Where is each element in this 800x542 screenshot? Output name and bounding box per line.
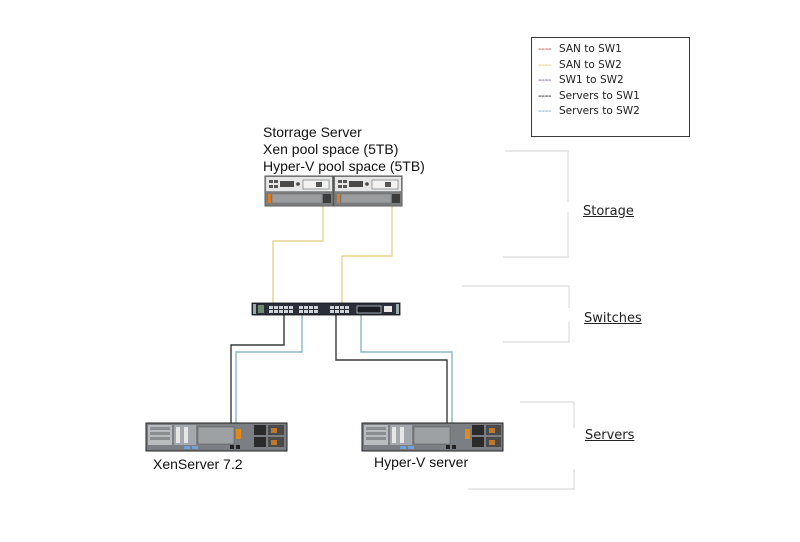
legend-item-servers-sw2: ---- Servers to SW2 bbox=[538, 104, 689, 120]
legend-label: Servers to SW1 bbox=[559, 89, 640, 102]
storage-appliance bbox=[264, 175, 403, 207]
legend-box: ---- SAN to SW1 ---- SAN to SW2 ---- SW1 to… bbox=[531, 37, 690, 137]
hyperv-chassis bbox=[361, 422, 504, 452]
storage-server-title: Storrage Server Xen pool space (5TB) Hyp… bbox=[263, 124, 425, 175]
storage-title-line-2: Xen pool space (5TB) bbox=[263, 141, 399, 157]
section-label-servers: Servers bbox=[585, 428, 635, 443]
storage-unit-2 bbox=[333, 175, 403, 207]
servers-bracket bbox=[468, 401, 575, 490]
storage-bracket bbox=[503, 150, 569, 258]
section-label-storage: Storage bbox=[583, 204, 634, 219]
storage-title-line-3: Hyper-V pool space (5TB) bbox=[263, 158, 425, 174]
hyperv-server-label: Hyper-V server bbox=[374, 454, 469, 470]
xenserver-chassis bbox=[145, 422, 288, 452]
legend-dash-servers-sw1: ---- bbox=[538, 89, 552, 102]
hyperv-to-sw2-link bbox=[360, 314, 453, 423]
legend-dash-san-sw1: ---- bbox=[538, 43, 552, 55]
xenserver-label: XenServer 7.2 bbox=[153, 456, 243, 472]
san-link-1 bbox=[272, 193, 324, 304]
legend-item-san-sw2: ---- SAN to SW2 bbox=[538, 58, 689, 74]
legend-label: Servers to SW2 bbox=[559, 105, 640, 118]
server-links bbox=[230, 314, 453, 423]
legend-dash-servers-sw2: ---- bbox=[538, 105, 552, 118]
xen-to-sw2-link bbox=[235, 314, 303, 423]
legend-item-servers-sw1: ---- Servers to SW1 bbox=[538, 89, 689, 105]
section-label-switches: Switches bbox=[584, 311, 642, 326]
network-switch bbox=[251, 302, 401, 316]
san-link-2 bbox=[341, 193, 393, 304]
switches-bracket bbox=[462, 285, 570, 343]
storage-unit-1 bbox=[264, 175, 334, 207]
legend-item-sw1-sw2: ---- SW1 to SW2 bbox=[538, 73, 689, 89]
legend-label: SAN to SW2 bbox=[559, 58, 622, 71]
xen-to-sw1-link bbox=[230, 314, 285, 423]
san-to-switch-links bbox=[272, 193, 393, 304]
hyperv-to-sw1-link bbox=[335, 314, 448, 423]
storage-title-line-1: Storrage Server bbox=[263, 124, 362, 140]
legend-label: SW1 to SW2 bbox=[559, 74, 624, 87]
legend-label: SAN to SW1 bbox=[559, 43, 622, 55]
legend-dash-sw1-sw2: ---- bbox=[538, 74, 552, 87]
legend-item-san-sw1: ---- SAN to SW1 bbox=[538, 42, 689, 58]
legend-dash-san-sw2: ---- bbox=[538, 58, 552, 71]
